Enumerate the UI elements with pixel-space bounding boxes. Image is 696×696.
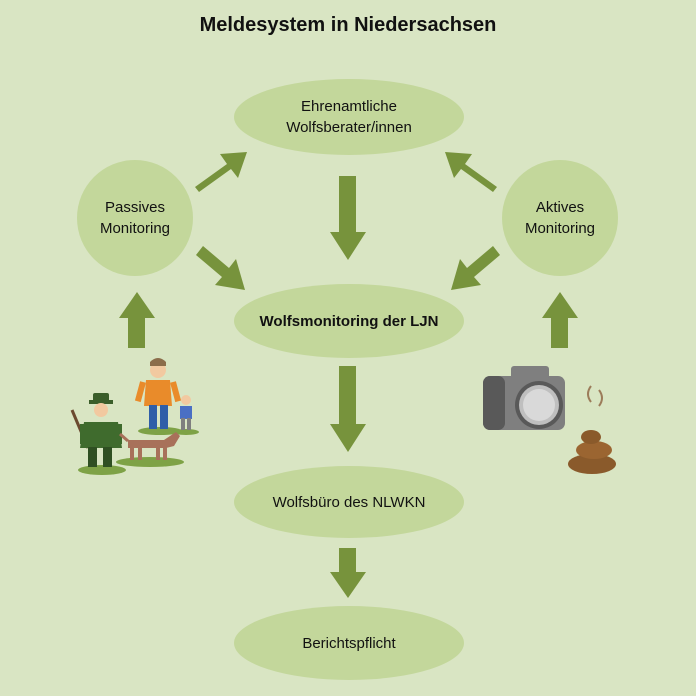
node-nlwkn: Wolfsbüro des NLWKN <box>234 466 464 538</box>
arrows <box>119 152 578 598</box>
arrow-passive-to-volunteers <box>195 152 247 192</box>
node-passive-label: Passives Monitoring <box>99 199 171 237</box>
walker-icon <box>134 358 182 429</box>
node-passive-monitoring: Passives Monitoring <box>77 160 193 276</box>
child-icon <box>180 395 192 430</box>
node-active-monitoring: Aktives Monitoring <box>502 160 618 276</box>
node-report: Berichtspflicht <box>234 606 464 680</box>
node-volunteers: Ehrenamtliche Wolfsberater/innen <box>234 79 464 155</box>
hunter-icon <box>70 393 122 467</box>
node-report-label: Berichtspflicht <box>302 634 396 652</box>
node-nlwkn-label: Wolfsbüro des NLWKN <box>272 493 426 511</box>
arrow-passive-to-ljn <box>196 246 245 290</box>
dog-icon <box>119 432 180 460</box>
node-ljn-label: Wolfsmonitoring der LJN <box>259 312 439 330</box>
arrow-ljn-to-nlwkn <box>330 366 366 452</box>
node-volunteers-label: Ehrenamtliche Wolfsberater/innen <box>286 98 412 136</box>
arrow-nlwkn-to-report <box>330 548 366 598</box>
camera-icon <box>483 366 565 430</box>
people-illustration <box>70 358 199 475</box>
node-active-label: Aktives Monitoring <box>524 199 596 237</box>
node-ljn: Wolfsmonitoring der LJN <box>234 284 464 358</box>
arrow-volunteers-to-ljn <box>330 176 366 260</box>
diagram-title: Meldesystem in Niedersachsen <box>199 14 497 36</box>
arrow-evidence-to-active <box>542 292 578 348</box>
arrow-people-to-passive <box>119 292 155 348</box>
arrow-active-to-ljn <box>451 246 500 290</box>
arrow-active-to-volunteers <box>445 152 497 192</box>
dropping-icon <box>568 385 616 474</box>
